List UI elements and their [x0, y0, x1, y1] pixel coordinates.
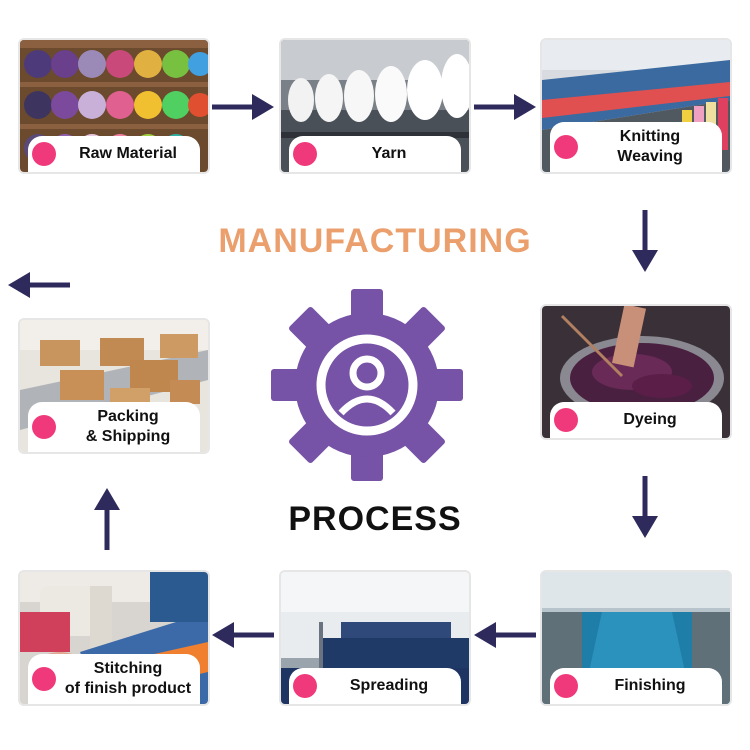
step-label-line2: Weaving — [617, 148, 683, 165]
step-label: Raw Material — [28, 136, 200, 172]
arrow-left-icon — [212, 622, 274, 648]
bullet-dot-icon — [32, 142, 56, 166]
arrow-up-icon — [94, 488, 120, 550]
step-label-line1: Finishing — [614, 677, 686, 694]
raw-material-photo — [20, 40, 208, 172]
arrow-left-icon — [474, 622, 536, 648]
diagram-subtitle: PROCESS — [288, 500, 462, 538]
arrow-left-icon — [8, 272, 70, 298]
arrow-down-icon — [632, 210, 658, 272]
step-raw-material: Raw Material — [20, 40, 208, 172]
bullet-dot-icon — [32, 667, 56, 691]
step-label: Packing & Shipping — [28, 402, 200, 452]
step-label: Spreading — [289, 668, 461, 704]
step-label: Stitching of finish product — [28, 654, 200, 704]
step-dyeing: Dyeing — [542, 306, 730, 438]
arrow-right-icon — [212, 94, 274, 120]
step-finishing: Finishing — [542, 572, 730, 704]
dyeing-photo — [542, 306, 730, 438]
step-yarn: Yarn — [281, 40, 469, 172]
bullet-dot-icon — [554, 408, 578, 432]
step-label-line1: Raw Material — [79, 145, 177, 162]
step-knitting-weaving: Knitting Weaving — [542, 40, 730, 172]
bullet-dot-icon — [554, 674, 578, 698]
step-label: Dyeing — [550, 402, 722, 438]
step-stitching: Stitching of finish product — [20, 572, 208, 704]
step-label-line1: Spreading — [349, 677, 429, 694]
step-label-line1: Knitting — [619, 128, 681, 145]
step-label: Yarn — [289, 136, 461, 172]
gear-with-person-icon — [271, 289, 463, 481]
step-label-line1: Stitching — [93, 660, 163, 677]
step-label-line2: of finish product — [64, 680, 192, 697]
step-label-line1: Yarn — [371, 145, 407, 162]
bullet-dot-icon — [32, 415, 56, 439]
step-label: Knitting Weaving — [550, 122, 722, 172]
bullet-dot-icon — [293, 674, 317, 698]
step-packing-shipping: Packing & Shipping — [20, 320, 208, 452]
arrow-right-icon — [474, 94, 536, 120]
step-spreading: Spreading — [281, 572, 469, 704]
step-label-line2: & Shipping — [85, 428, 171, 445]
bullet-dot-icon — [554, 135, 578, 159]
step-label-line1: Dyeing — [623, 411, 677, 428]
arrow-down-icon — [632, 476, 658, 538]
step-label-line1: Packing — [97, 408, 159, 425]
step-label: Finishing — [550, 668, 722, 704]
diagram-title: MANUFACTURING — [218, 222, 532, 260]
bullet-dot-icon — [293, 142, 317, 166]
